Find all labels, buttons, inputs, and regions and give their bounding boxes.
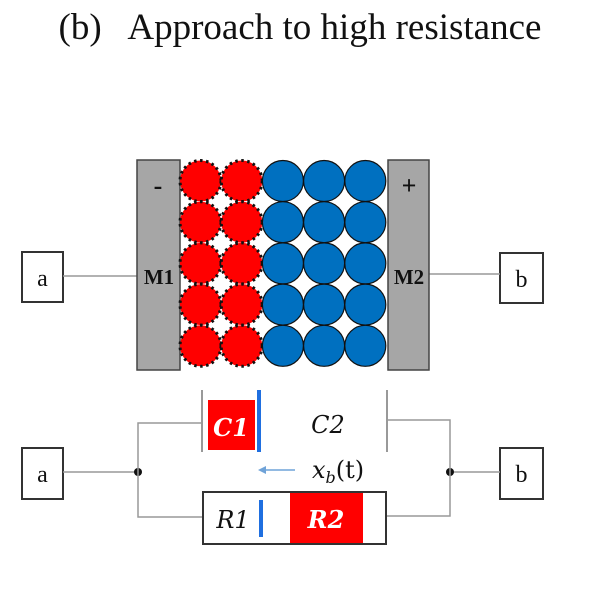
red-ion <box>219 241 264 286</box>
boundary-position-label: xb(t) <box>312 456 364 487</box>
terminal-b-box-bottom <box>499 447 544 500</box>
resistor-r2-region <box>290 493 363 543</box>
ion-grid <box>178 159 387 368</box>
capacitor-c1-label: C1 <box>213 413 249 442</box>
blue-ion <box>303 324 346 367</box>
resistor-r1-label: R1 <box>215 506 249 534</box>
terminal-a-box-top <box>21 251 64 303</box>
red-ion <box>178 323 223 368</box>
cell-schematic: a b - M1 + M2 <box>21 159 544 371</box>
electrode-m1-sign: - <box>154 171 163 200</box>
blue-ion <box>344 201 387 244</box>
capacitor-c1-region <box>208 400 255 450</box>
electrode-m1 <box>136 159 181 371</box>
blue-ion <box>344 159 387 203</box>
resistor-r2-label: R2 <box>307 505 345 534</box>
terminal-a-box-bottom <box>21 447 64 500</box>
wire-left-branches <box>137 422 203 518</box>
blue-ion <box>261 242 304 285</box>
wire-right-branches <box>386 419 451 517</box>
blue-ion <box>344 242 387 285</box>
blue-ion <box>303 242 346 285</box>
blue-ion <box>303 283 346 326</box>
red-ion <box>219 282 264 327</box>
blue-ion <box>303 159 346 203</box>
boundary-arrow-head <box>258 466 266 474</box>
figure-title: (b) Approach to high resistance <box>58 7 542 48</box>
blue-ion <box>261 159 304 203</box>
capacitor-c2-label: C2 <box>311 411 345 439</box>
blue-ion <box>261 324 304 367</box>
electrode-m2 <box>387 159 430 371</box>
red-ion <box>178 159 223 203</box>
terminal-a-label-bottom: a <box>37 462 48 488</box>
blue-ion <box>344 324 387 367</box>
red-ion <box>178 241 223 286</box>
blue-ion <box>344 283 387 326</box>
red-ion <box>219 159 264 203</box>
electrode-m2-label: M2 <box>394 265 424 289</box>
electrode-m2-sign: + <box>402 171 417 200</box>
red-ion <box>219 200 264 245</box>
electrode-m1-label: M1 <box>144 265 174 289</box>
terminal-b-label-bottom: b <box>516 462 528 488</box>
terminal-b-label-top: b <box>516 267 528 293</box>
blue-ion <box>261 201 304 244</box>
terminal-b-box-top <box>499 252 544 304</box>
blue-ion <box>303 201 346 244</box>
terminal-a-label-top: a <box>37 266 48 292</box>
red-ion <box>178 200 223 245</box>
red-ion <box>178 282 223 327</box>
blue-ion <box>261 283 304 326</box>
red-ion <box>219 323 264 368</box>
equivalent-circuit: a b C1 C2 xb(t) R1 R2 <box>21 390 544 545</box>
